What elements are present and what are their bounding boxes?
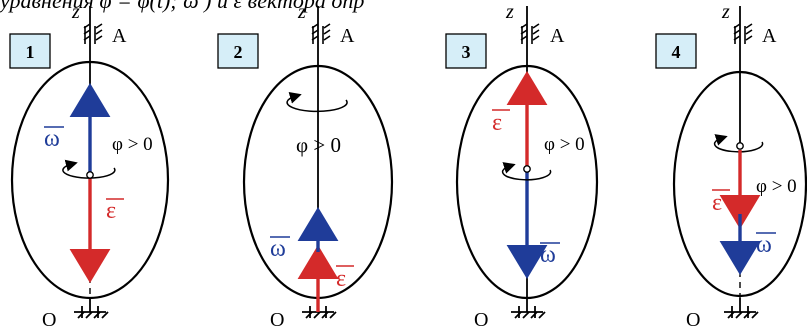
- omega-label: ω: [756, 232, 772, 258]
- axis-label-z: z: [505, 1, 514, 23]
- bearing-o-icon: [511, 306, 546, 319]
- label-o: O: [270, 309, 284, 327]
- phi-label: φ > 0: [544, 134, 585, 155]
- omega-label: ω: [540, 242, 556, 268]
- bearing-a-icon: [733, 23, 753, 44]
- panel-1: 1 z A O ω ε φ > 0: [9, 1, 170, 327]
- bearing-a-icon: [520, 23, 540, 44]
- bearing-o-icon: [74, 306, 109, 319]
- label-a: A: [340, 25, 355, 47]
- label-o: O: [686, 309, 700, 327]
- panel-number-box: [655, 33, 697, 69]
- label-a: A: [550, 25, 565, 47]
- header-text: уравнения φ = φ(t); ω ) и ε вектора опр: [0, 0, 365, 13]
- panel-number: 1: [26, 42, 35, 62]
- panel-number: 3: [462, 42, 471, 62]
- label-o: O: [42, 309, 56, 327]
- rotation-direction-icon: [62, 159, 116, 179]
- panel-number: 4: [672, 42, 681, 62]
- panel-number-box: [445, 33, 487, 69]
- panel-number-box: [9, 33, 51, 69]
- panel-2: 2 z A O φ > 0 ε ω: [217, 1, 394, 327]
- bearing-o-icon: [724, 306, 759, 319]
- panel-number-box: [217, 33, 259, 69]
- label-a: A: [762, 25, 777, 47]
- epsilon-label: ε: [492, 110, 502, 136]
- rotation-direction-icon: [501, 162, 552, 181]
- panel-number: 2: [234, 42, 243, 62]
- panel-3: 3 z A O ε ω φ > 0: [445, 1, 599, 327]
- omega-label: ω: [44, 126, 60, 152]
- label-o: O: [474, 309, 488, 327]
- epsilon-label: ε: [336, 266, 346, 292]
- axis-label-z: z: [297, 1, 306, 23]
- rotation-direction-icon: [286, 91, 348, 113]
- rotation-direction-icon: [713, 134, 764, 153]
- phi-label: φ > 0: [112, 134, 153, 155]
- panel-4: 4 z A O φ > 0 ε ω: [655, 1, 807, 327]
- bearing-a-icon: [311, 23, 331, 44]
- phi-label: φ > 0: [296, 133, 341, 157]
- axis-label-z: z: [71, 1, 80, 23]
- epsilon-label: ε: [106, 198, 116, 224]
- label-a: A: [112, 25, 127, 47]
- phi-label: φ > 0: [756, 176, 797, 197]
- omega-label: ω: [270, 236, 286, 262]
- bearing-a-icon: [83, 23, 103, 44]
- epsilon-label: ε: [712, 190, 722, 216]
- axis-label-z: z: [721, 1, 730, 23]
